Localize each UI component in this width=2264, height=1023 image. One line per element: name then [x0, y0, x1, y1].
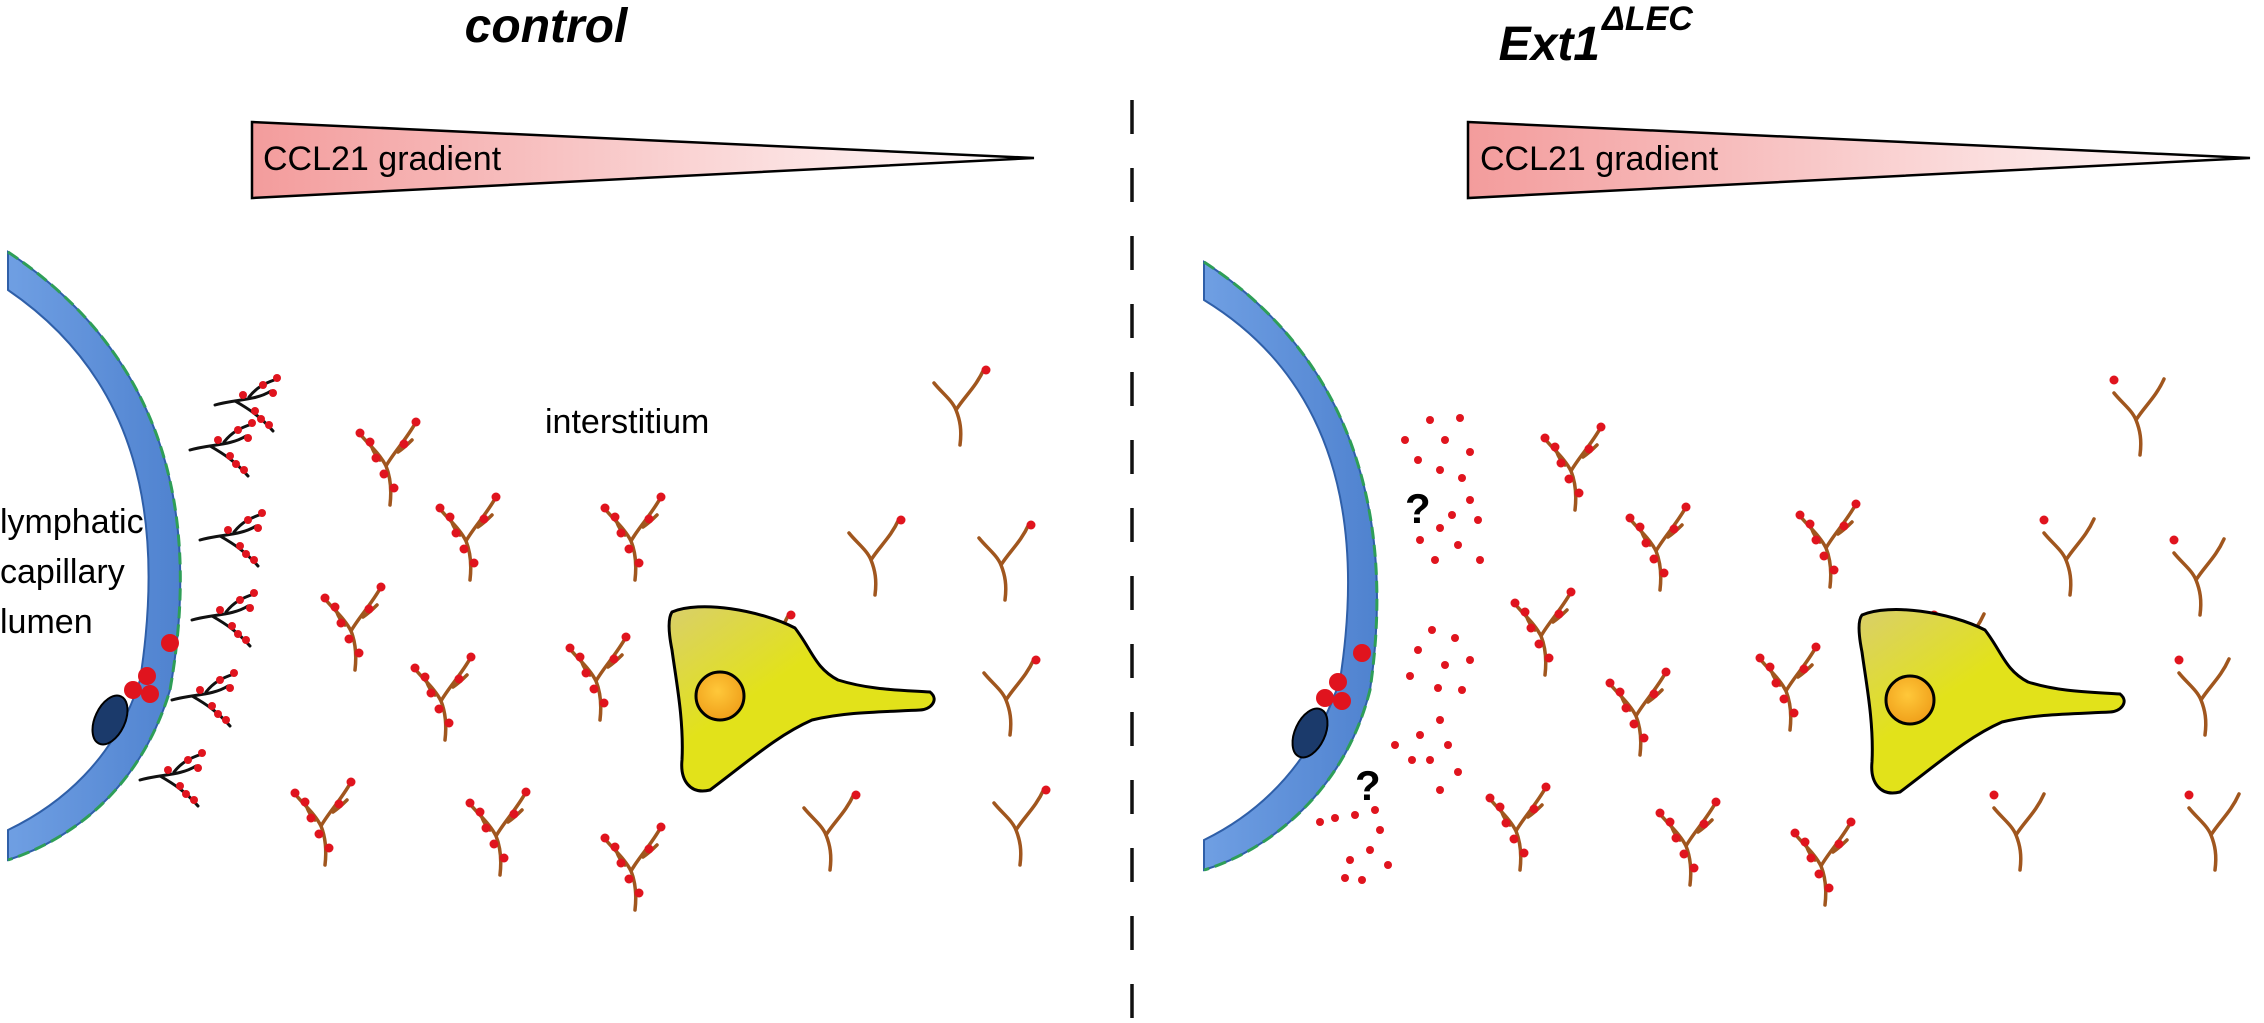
mutant-matrix-fibers: [786, 365, 2241, 907]
mutant-title-superscript: ΔLEC: [1600, 0, 1693, 38]
mutant-dendritic-cell: [1857, 608, 2126, 795]
control-panel: control CCL21 gradient lymphatic capilla…: [0, 0, 1046, 912]
interstitium-label: interstitium: [545, 403, 709, 441]
question-mark-upper: ?: [1405, 485, 1431, 532]
control-title: control: [465, 0, 629, 53]
mutant-gradient-label: CCL21 gradient: [1480, 140, 1719, 178]
control-ccl21-gradient: CCL21 gradient: [250, 120, 1035, 200]
mutant-free-chemokine: [1316, 414, 1484, 884]
mutant-endothelial-nucleus: [1291, 707, 1329, 759]
dendritic-cell-nucleus: [694, 670, 746, 722]
mutant-title: Ext1: [1499, 18, 1600, 71]
svg-text:lumen: lumen: [0, 603, 93, 641]
control-lumen-label: lymphatic capillary lumen: [0, 503, 144, 641]
control-matrix-fibers: [288, 367, 1046, 912]
mutant-panel: Ext1 ΔLEC CCL21 gradient: [786, 0, 2251, 907]
control-lymphatic-vessel: [7, 250, 182, 862]
mutant-ccl21-gradient: CCL21 gradient: [1466, 120, 2251, 200]
control-dendritic-cell: [667, 605, 936, 793]
svg-text:capillary: capillary: [0, 553, 125, 591]
svg-text:lymphatic: lymphatic: [0, 503, 144, 541]
mutant-lymphatic-vessel: [1203, 260, 1379, 872]
question-mark-lower: ?: [1355, 762, 1381, 809]
control-gradient-label: CCL21 gradient: [263, 140, 502, 178]
mutant-dendritic-cell-nucleus: [1884, 674, 1936, 726]
endothelial-nucleus: [91, 694, 129, 746]
